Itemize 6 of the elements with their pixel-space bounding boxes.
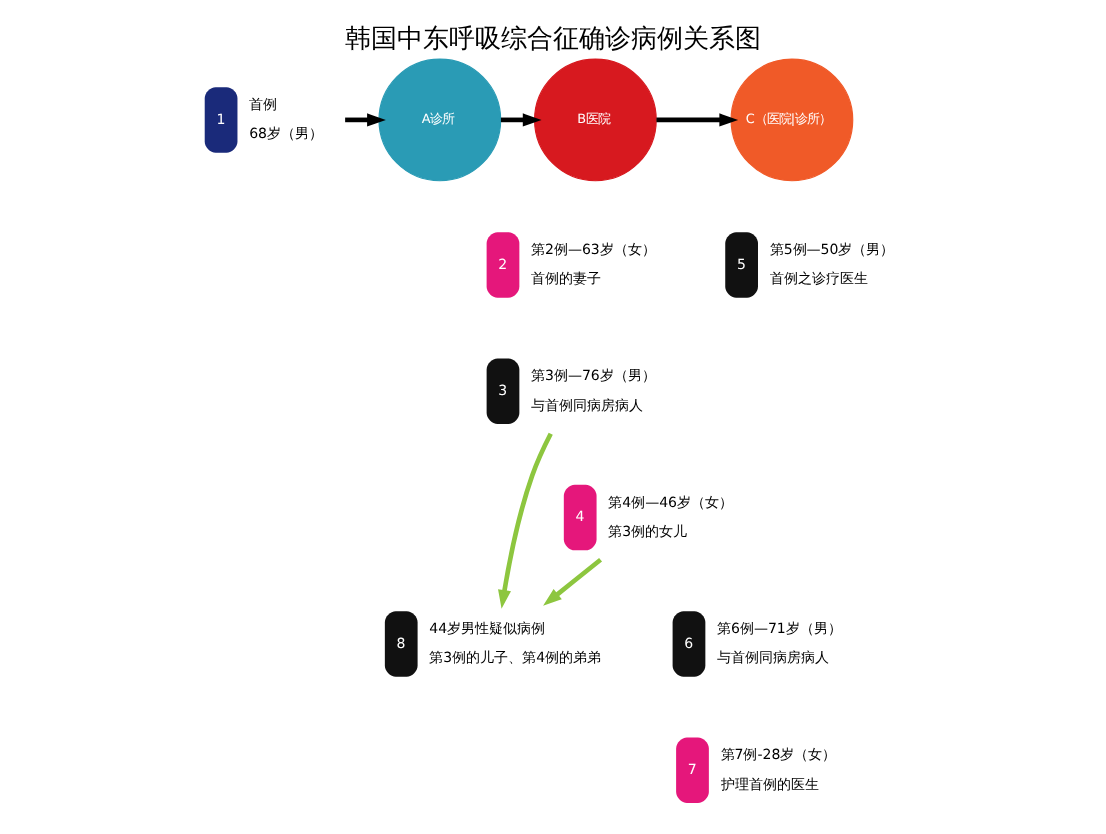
arrow [543, 557, 603, 606]
arrow [500, 113, 542, 127]
arrow [656, 113, 739, 127]
diagram-title: 韩国中东呼吸综合征确诊病例关系图 [345, 24, 761, 55]
arrow [345, 113, 386, 127]
arrow [498, 432, 553, 609]
